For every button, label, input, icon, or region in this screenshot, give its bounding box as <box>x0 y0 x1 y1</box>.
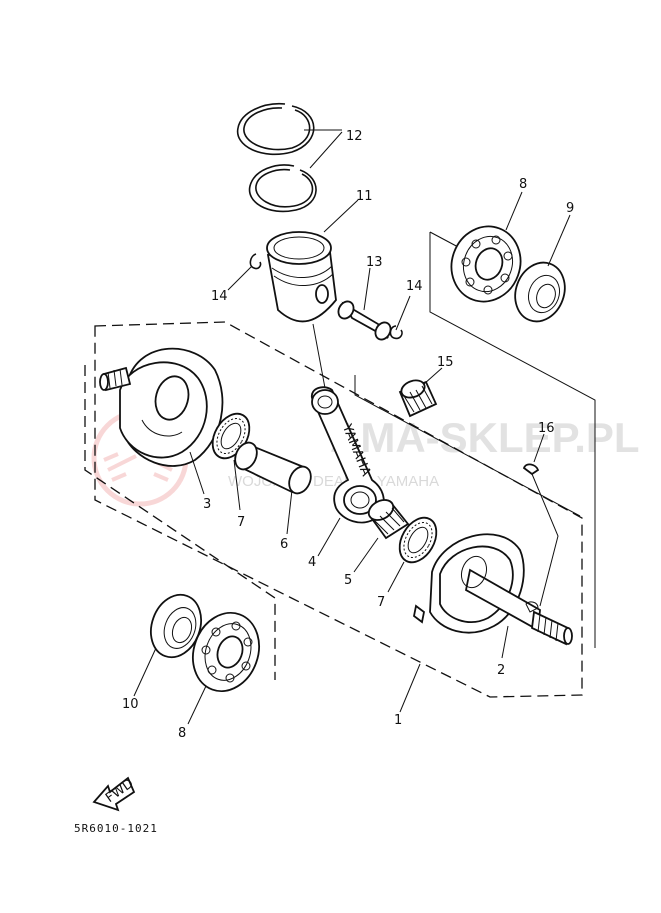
leader-14b <box>395 295 411 331</box>
leader-12 <box>304 129 343 169</box>
watermark-text: AMA-SKLEP.PL <box>330 414 640 461</box>
label-14a: 14 <box>211 289 228 304</box>
piston-pin-clip-right <box>389 325 403 340</box>
right-crank-wheel <box>413 533 573 646</box>
leader-10 <box>133 647 157 697</box>
big-end-bearing <box>367 499 410 540</box>
right-bearing-group-outline <box>429 232 596 648</box>
label-14b: 14 <box>406 279 423 294</box>
crank-pin <box>234 441 312 495</box>
label-13: 13 <box>366 255 383 270</box>
label-2: 2 <box>497 663 505 678</box>
leader-8b <box>187 685 207 725</box>
leader-9 <box>547 214 571 267</box>
connecting-rod: YAMAHA <box>311 386 385 524</box>
small-end-bearing <box>398 379 438 418</box>
label-8b: 8 <box>178 726 186 741</box>
crankshaft-assembly-outline <box>94 321 583 698</box>
label-11: 11 <box>356 189 373 204</box>
leader-11 <box>323 199 359 233</box>
leader-15 <box>423 367 443 385</box>
piston <box>266 231 337 323</box>
leader-1 <box>399 663 421 713</box>
label-8a: 8 <box>519 177 527 192</box>
label-12: 12 <box>346 129 363 144</box>
small-end-bearing-bracket <box>354 375 581 517</box>
piston-pin <box>337 300 392 341</box>
label-7b: 7 <box>377 595 385 610</box>
label-4: 4 <box>308 555 316 570</box>
piston-pin-clip-left <box>249 253 262 270</box>
leader-8a <box>505 191 523 231</box>
leader-16 <box>533 433 545 463</box>
piston-to-rod-guide <box>312 323 326 389</box>
label-1: 1 <box>394 713 402 728</box>
leader-3 <box>189 451 205 495</box>
leader-2 <box>501 625 509 659</box>
thrust-washer-right <box>398 516 438 564</box>
leader-7a <box>233 459 241 511</box>
leader-7b <box>387 561 405 593</box>
leader-6 <box>286 489 293 535</box>
label-10: 10 <box>122 697 139 712</box>
label-5: 5 <box>344 573 352 588</box>
crank-bearing-upper <box>450 225 522 303</box>
bearing-8-bracket <box>429 231 461 249</box>
left-crank-group-outline <box>84 365 276 680</box>
label-16: 16 <box>538 421 555 436</box>
leader-14a <box>227 265 253 291</box>
piston-ring-lower <box>248 164 317 213</box>
leader-5 <box>353 537 379 573</box>
label-7a: 7 <box>237 515 245 530</box>
left-crank-wheel <box>99 347 224 467</box>
fwd-arrow-icon: FWD <box>92 776 137 812</box>
label-6: 6 <box>280 537 288 552</box>
label-9: 9 <box>566 201 574 216</box>
woodruff-key <box>522 463 559 613</box>
diagram-code: 5R6010-1021 <box>74 822 158 835</box>
crank-bearing-lower <box>192 611 260 693</box>
leader-13 <box>363 267 371 311</box>
oil-seal-upper <box>514 261 566 323</box>
label-3: 3 <box>203 497 211 512</box>
label-15: 15 <box>437 355 454 370</box>
piston-ring-upper <box>237 103 315 156</box>
leader-4 <box>317 517 341 557</box>
